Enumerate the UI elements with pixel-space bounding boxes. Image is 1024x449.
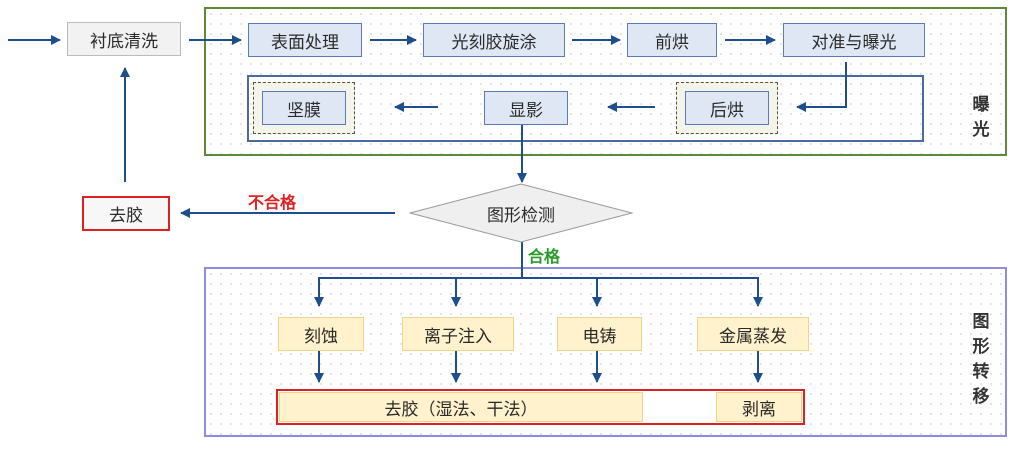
exposure-region-label: 曝 光 [968,93,994,143]
surface-treatment-step: 表面处理 [248,23,362,57]
exposure-inner-loop [247,75,924,142]
transfer-region-label: 图 形 转 移 [968,310,994,410]
electroplating-step: 电铸 [557,317,642,351]
photoresist-coating-step: 光刻胶旋涂 [423,23,565,57]
pattern-inspection-label: 图形检测 [487,205,555,226]
exposure-label-char-2: 光 [972,120,990,140]
transfer-label-char-3: 转 [972,362,990,382]
transfer-label-char-4: 移 [972,387,990,407]
strip-wet-dry-step: 去胶（湿法、干法） [279,392,643,422]
pre-bake-step: 前烘 [627,23,717,57]
lift-off-step: 剥离 [716,392,802,422]
pass-edge-label: 合格 [528,247,561,266]
metal-evaporation-step: 金属蒸发 [697,317,809,351]
strip-resist-step: 去胶 [82,196,170,231]
hard-bake-step: 坚膜 [262,91,346,125]
align-expose-step: 对准与曝光 [783,23,925,57]
inspection-diamond [409,183,633,243]
fail-edge-label: 不合格 [248,193,297,212]
post-bake-step: 后烘 [685,91,769,125]
exposure-label-char-1: 曝 [972,95,990,115]
ion-implant-step: 离子注入 [402,317,514,351]
substrate-cleaning-step: 衬底清洗 [67,22,181,56]
etching-step: 刻蚀 [278,317,364,351]
develop-step: 显影 [484,91,568,125]
transfer-label-char-2: 形 [972,337,990,357]
transfer-label-char-1: 图 [972,312,990,332]
arrow-expose-to-postbake [796,62,847,112]
